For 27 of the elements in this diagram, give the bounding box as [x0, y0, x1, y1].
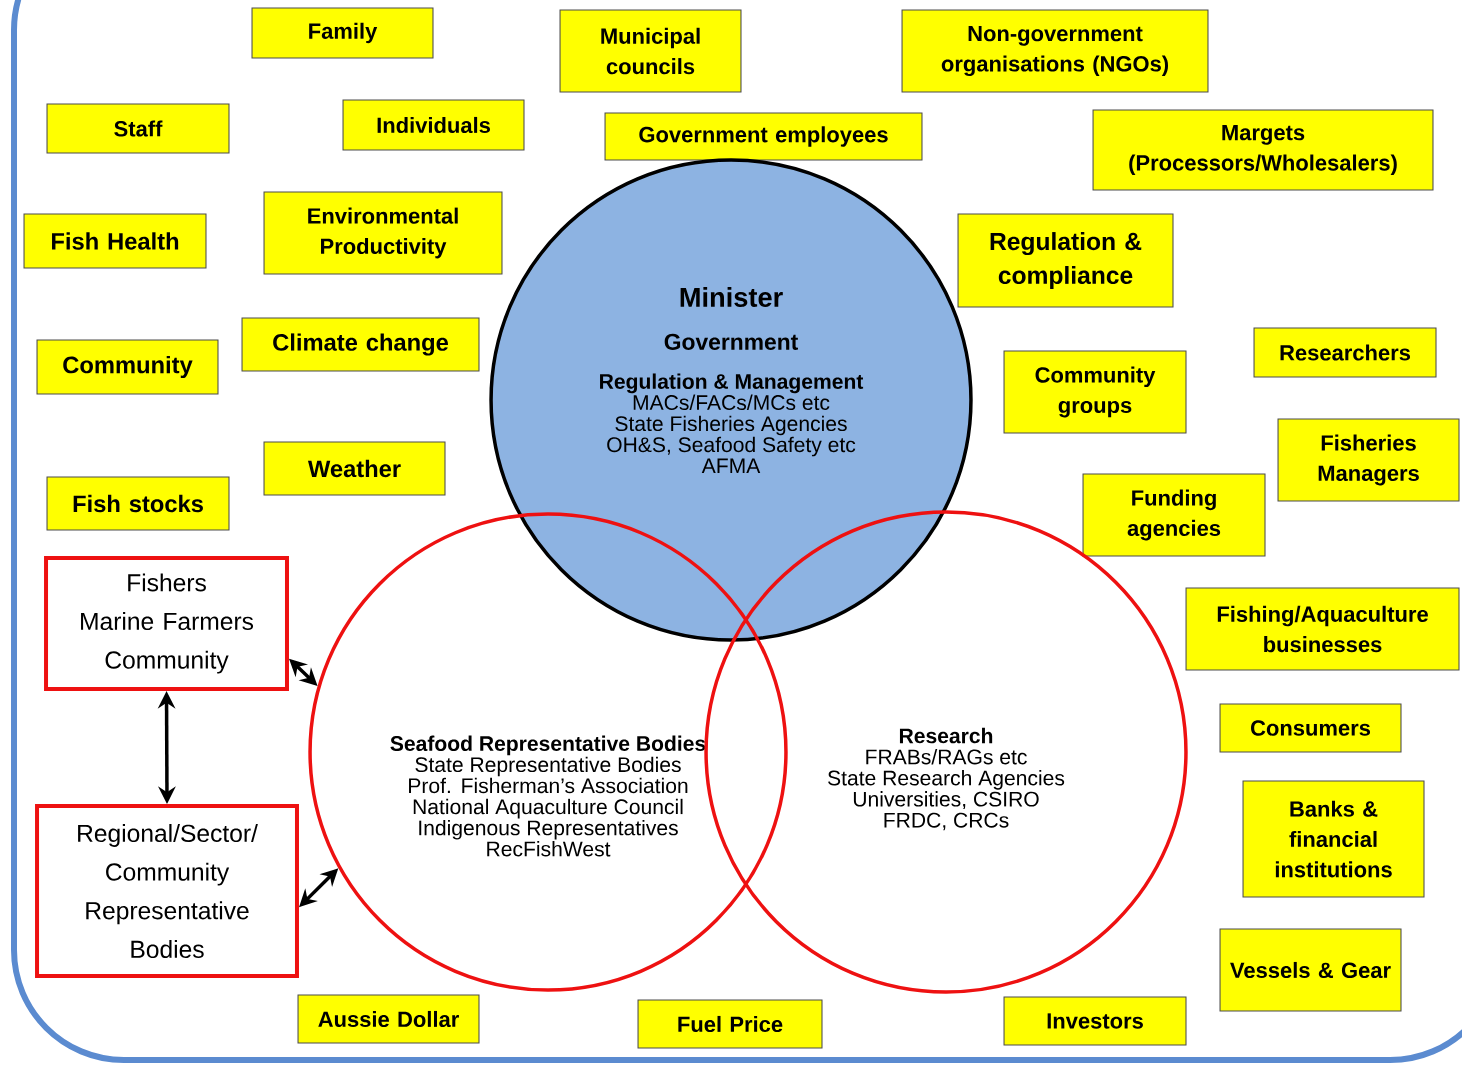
influence-box: Fuel Price [637, 999, 823, 1049]
influence-box: Staff [46, 103, 230, 154]
influence-box: Banks & financial institutions [1242, 780, 1425, 898]
stakeholder-box: Fishers Marine Farmers Community [44, 556, 289, 691]
influence-box: Community groups [1003, 350, 1187, 434]
stakeholder-box: Regional/Sector/ Community Representative Bodies [35, 804, 299, 978]
influence-box: Climate change [241, 317, 480, 372]
influence-box: Vessels & Gear [1219, 928, 1402, 1012]
influence-box: Aussie Dollar [297, 994, 480, 1044]
influence-box: Fishing/Aquaculture businesses [1185, 587, 1460, 671]
influence-box: Non-government organisations (NGOs) [901, 9, 1209, 93]
influence-box: Government employees [604, 112, 923, 161]
influence-box: Regulation & compliance [957, 213, 1174, 308]
influence-box: Fish Health [23, 213, 207, 269]
influence-box: Researchers [1253, 327, 1437, 378]
influence-box: Margets (Processors/Wholesalers) [1092, 109, 1434, 191]
influence-box: Individuals [342, 99, 525, 151]
influence-box: Community [36, 339, 219, 395]
influence-box: Investors [1003, 996, 1187, 1046]
influence-box: Funding agencies [1082, 473, 1266, 557]
influence-box: Fisheries Managers [1277, 418, 1460, 502]
influence-box: Municipal councils [559, 9, 742, 93]
influence-box: Fish stocks [46, 476, 230, 531]
influence-box: Weather [263, 441, 446, 496]
influence-box: Family [251, 7, 434, 59]
influence-box: Consumers [1219, 703, 1402, 753]
influence-box: Environmental Productivity [263, 191, 503, 275]
